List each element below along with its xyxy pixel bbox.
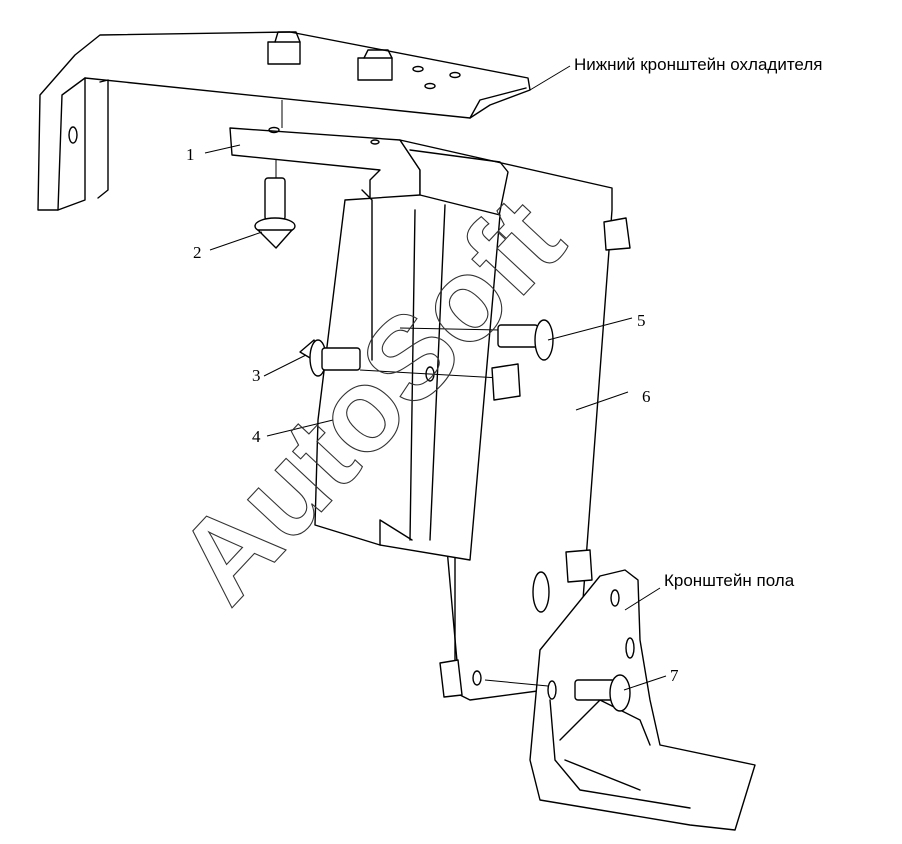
floor-bracket (439, 569, 756, 831)
label-part-5: 5 (637, 311, 646, 330)
leader-lines (204, 65, 667, 691)
label-part-3: 3 (252, 366, 261, 385)
label-part-2: 2 (193, 243, 202, 262)
rivet-5 (399, 319, 554, 361)
label-cooler-bracket: Нижний кронштейн охладителя (574, 55, 822, 74)
rivet-2 (254, 177, 296, 249)
label-part-7: 7 (670, 666, 679, 685)
rivet-3 (299, 339, 501, 379)
plate-4 (314, 189, 501, 561)
label-floor-bracket: Кронштейн пола (664, 571, 795, 590)
label-part-4: 4 (252, 427, 261, 446)
label-part-6: 6 (642, 387, 651, 406)
lower-cooler-bracket (37, 31, 531, 211)
cage-nut (425, 363, 521, 401)
label-part-1: 1 (186, 145, 195, 164)
